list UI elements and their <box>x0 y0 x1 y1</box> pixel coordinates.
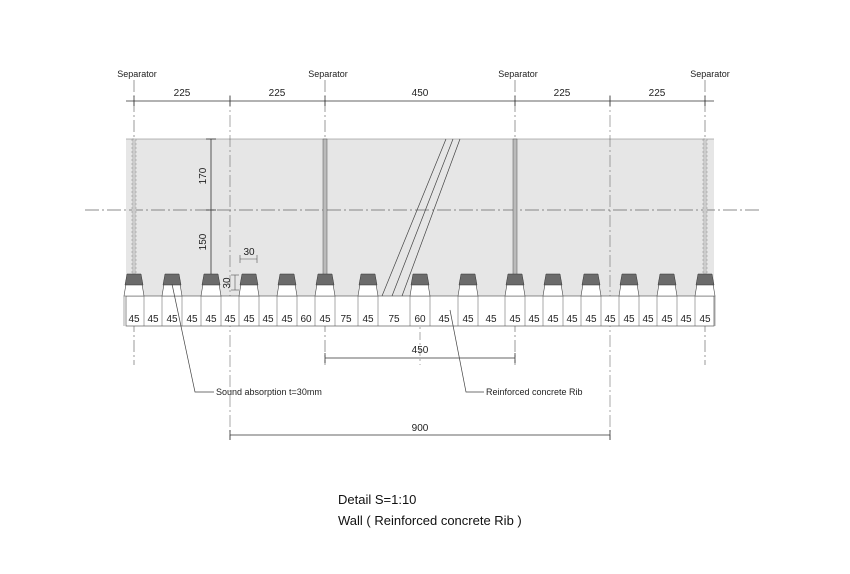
rib-cell-label: 75 <box>340 314 352 325</box>
sound-absorption-cap <box>124 273 144 286</box>
separator-label-2: Separator <box>308 69 348 79</box>
rib-cell-label: 45 <box>243 314 255 325</box>
rib-cell-label: 45 <box>262 314 274 325</box>
rib-body <box>357 283 379 297</box>
sound-absorption-cap <box>315 273 335 286</box>
rib-callout: Reinforced concrete Rib <box>486 387 583 397</box>
rib-cell-label: 45 <box>509 314 521 325</box>
rib-cell-label: 45 <box>281 314 293 325</box>
top-dim-3: 450 <box>412 88 429 99</box>
rib-cell-label: 45 <box>166 314 178 325</box>
rib-body <box>409 283 431 297</box>
sound-absorption-cap <box>505 273 525 286</box>
rib-cell-label: 45 <box>462 314 474 325</box>
rib-body <box>580 283 602 297</box>
inner-dim-label: 450 <box>412 345 429 356</box>
vdim-lower: 150 <box>198 233 209 250</box>
rib-body <box>200 283 222 297</box>
rib-cell-label: 45 <box>485 314 497 325</box>
sound-absorption-cap <box>239 273 259 286</box>
sound-absorption-cap <box>695 273 715 286</box>
wall-panel <box>126 139 714 296</box>
separator-label-4: Separator <box>690 69 730 79</box>
rib-cell-label: 45 <box>585 314 597 325</box>
rib-cell-label: 45 <box>528 314 540 325</box>
sound-absorption-cap <box>410 273 430 286</box>
rib-cell-label: 45 <box>661 314 673 325</box>
rib-cell-label: 45 <box>224 314 236 325</box>
rib-cell-label: 45 <box>604 314 616 325</box>
outer-dim-label: 900 <box>412 423 429 434</box>
rib-base <box>125 295 715 327</box>
rib-cell-label: 45 <box>699 314 711 325</box>
rib-body <box>618 283 640 297</box>
rib-body <box>694 283 716 297</box>
outer-dim-ticks <box>229 430 611 440</box>
absorption-callout: Sound absorption t=30mm <box>216 387 322 397</box>
rib-cell-label: 45 <box>128 314 140 325</box>
sound-absorption-cap <box>358 273 378 286</box>
rib-body <box>276 283 298 297</box>
sound-absorption-cap <box>458 273 478 286</box>
rib-cell-label: 45 <box>642 314 654 325</box>
rib-body <box>656 283 678 297</box>
rib-cell-label: 45 <box>186 314 198 325</box>
rib-cell-label: 60 <box>414 314 426 325</box>
rib-body <box>161 283 183 297</box>
rib-body <box>542 283 564 297</box>
rib-cell-label: 75 <box>388 314 400 325</box>
drawing-title: Detail S=1:10 <box>338 492 416 507</box>
rib-cell-label: 45 <box>147 314 159 325</box>
rib-cell-label: 45 <box>438 314 450 325</box>
sound-absorption-cap <box>543 273 563 286</box>
rib-leader <box>449 309 484 393</box>
sound-absorption-cap <box>619 273 639 286</box>
rib-cell-label: 45 <box>623 314 635 325</box>
rib-body <box>457 283 479 297</box>
absorption-width-dim: 30 <box>243 247 255 258</box>
top-dim-2: 225 <box>269 88 286 99</box>
rib-body <box>504 283 526 297</box>
absorption-leader <box>171 283 214 393</box>
rib-cell-labels: 45 45 45 45 45 45 45 45 45 60 45 75 45 75 60 45 45 45 45 45… <box>128 314 711 325</box>
rib-body <box>238 283 260 297</box>
sound-absorption-cap <box>657 273 677 286</box>
vdim-upper: 170 <box>198 167 209 184</box>
separator-label-3: Separator <box>498 69 538 79</box>
rib-cell-label: 45 <box>566 314 578 325</box>
rib-cell-label: 45 <box>205 314 217 325</box>
drawing-subtitle: Wall ( Reinforced concrete Rib ) <box>338 513 522 528</box>
rib-body <box>314 283 336 297</box>
absorption-dim-lines <box>231 255 258 291</box>
absorption-height-dim: 30 <box>222 277 233 289</box>
rib-row <box>123 273 716 326</box>
rib-cell-label: 45 <box>680 314 692 325</box>
rib-cell-label: 60 <box>300 314 312 325</box>
rib-body <box>123 283 145 297</box>
sound-absorption-cap <box>277 273 297 286</box>
top-dim-5: 225 <box>649 88 666 99</box>
top-dim-4: 225 <box>554 88 571 99</box>
rib-cell-label: 45 <box>362 314 374 325</box>
top-dimension-ticks <box>133 96 706 106</box>
sound-absorption-cap <box>201 273 221 286</box>
rib-cell-label: 45 <box>547 314 559 325</box>
break-lines <box>381 138 461 297</box>
separator-plates <box>131 138 708 297</box>
top-dim-1: 225 <box>174 88 191 99</box>
rib-cell-label: 45 <box>319 314 331 325</box>
inner-dim-ticks <box>324 353 516 363</box>
sound-absorption-cap <box>162 273 182 286</box>
separator-label-1: Separator <box>117 69 157 79</box>
sound-absorption-cap <box>581 273 601 286</box>
